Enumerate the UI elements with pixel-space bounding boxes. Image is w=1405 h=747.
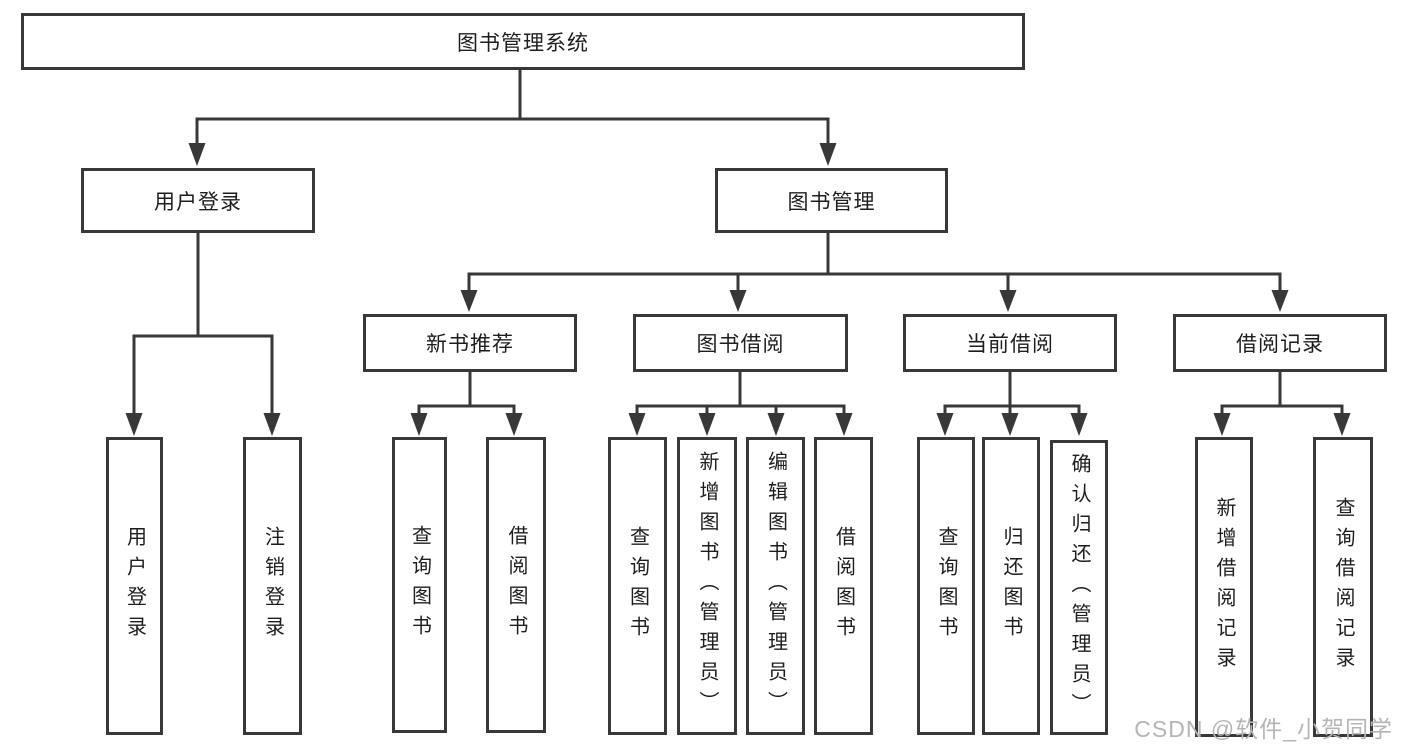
leaf-edit-books-admin: 编辑图书（管理员） bbox=[746, 437, 805, 735]
leaf-label: 查询借阅记录 bbox=[1332, 497, 1354, 677]
leaf-confirm-return-admin: 确认归还（管理员） bbox=[1050, 440, 1108, 735]
leaf-return-books: 归还图书 bbox=[982, 437, 1040, 735]
node-new-book-recommend: 新书推荐 bbox=[363, 314, 577, 372]
leaf-add-borrow-record: 新增借阅记录 bbox=[1195, 437, 1253, 737]
node-label: 新书推荐 bbox=[426, 333, 514, 356]
node-label: 当前借阅 bbox=[966, 333, 1054, 356]
leaf-borrow-books: 借阅图书 bbox=[814, 437, 873, 735]
leaf-borrow-books-recommend: 借阅图书 bbox=[486, 437, 546, 733]
node-library-system: 图书管理系统 bbox=[21, 13, 1025, 70]
leaf-label: 查询图书 bbox=[408, 525, 431, 645]
arrowhead-icons bbox=[125, 143, 1351, 436]
leaf-label: 编辑图书（管理员） bbox=[764, 451, 787, 721]
leaf-logout: 注销登录 bbox=[243, 437, 302, 735]
leaf-label: 借阅图书 bbox=[505, 525, 527, 645]
leaf-add-books-admin: 新增图书（管理员） bbox=[677, 437, 737, 735]
node-label: 图书管理 bbox=[787, 190, 876, 214]
leaf-label: 新增图书（管理员） bbox=[696, 451, 718, 721]
leaf-label: 注销登录 bbox=[261, 526, 284, 646]
leaf-user-login: 用户登录 bbox=[106, 437, 163, 735]
node-borrow-records: 借阅记录 bbox=[1173, 314, 1387, 372]
leaf-query-borrow-record: 查询借阅记录 bbox=[1313, 437, 1373, 737]
leaf-label: 查询图书 bbox=[626, 526, 649, 646]
node-label: 借阅记录 bbox=[1236, 333, 1324, 356]
node-user-login: 用户登录 bbox=[81, 168, 315, 233]
leaf-label: 查询图书 bbox=[935, 526, 957, 646]
csdn-watermark: CSDN @软件_小贺同学 bbox=[1134, 716, 1393, 742]
node-current-borrow: 当前借阅 bbox=[903, 314, 1117, 372]
node-book-management: 图书管理 bbox=[715, 168, 948, 233]
leaf-label: 用户登录 bbox=[123, 526, 146, 646]
leaf-query-books-borrow: 查询图书 bbox=[608, 437, 667, 735]
leaf-label: 借阅图书 bbox=[832, 526, 855, 646]
node-label: 图书管理系统 bbox=[457, 31, 589, 55]
leaf-query-books-current: 查询图书 bbox=[917, 437, 975, 735]
node-label: 用户登录 bbox=[154, 190, 242, 214]
node-label: 图书借阅 bbox=[696, 333, 785, 356]
leaf-query-books-recommend: 查询图书 bbox=[392, 437, 447, 733]
leaf-label: 确认归还（管理员） bbox=[1068, 452, 1090, 723]
node-book-borrow: 图书借阅 bbox=[633, 314, 848, 372]
leaf-label: 新增借阅记录 bbox=[1213, 497, 1235, 677]
leaf-label: 归还图书 bbox=[1000, 526, 1022, 646]
